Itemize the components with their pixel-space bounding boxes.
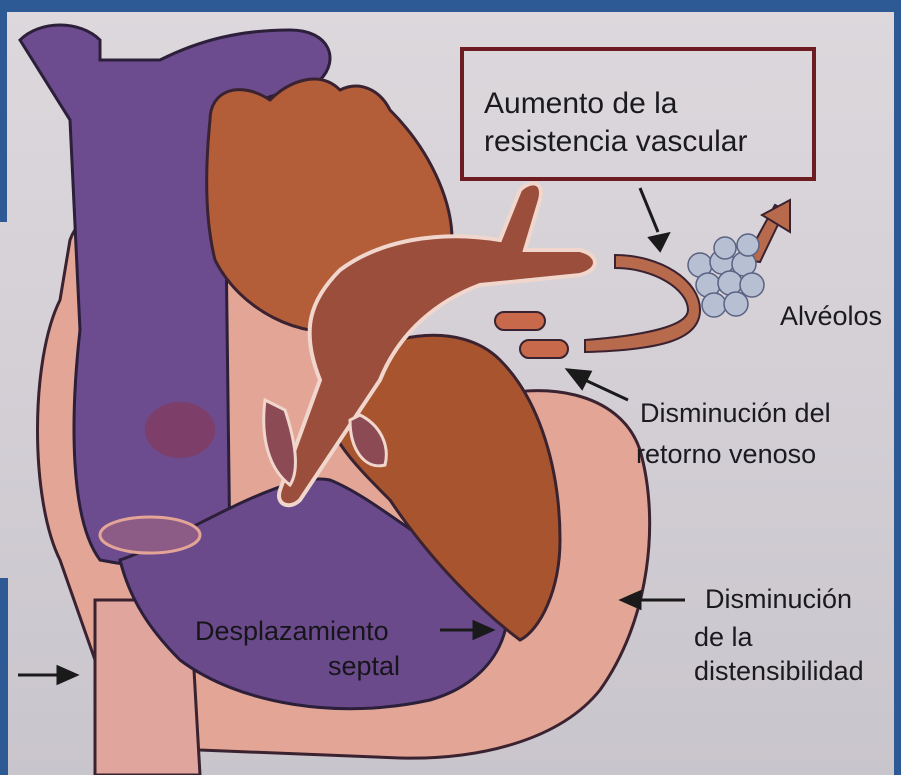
- label-desplazamiento-line-1: Desplazamiento: [195, 615, 389, 648]
- label-desplazamiento-line-2: septal: [328, 650, 400, 683]
- arrow-left-head: [58, 667, 76, 683]
- callout-line-2: resistencia vascular: [484, 123, 747, 161]
- label-alveolos: Alvéolos: [780, 300, 882, 333]
- callout-text: Aumento de la resistencia vascular: [484, 85, 747, 161]
- label-distensibilidad-line-2: de la: [694, 621, 753, 654]
- frame-top-border: [0, 0, 901, 12]
- pulmonary-vein-2: [520, 340, 568, 358]
- frame-left-bottom-border: [0, 578, 8, 775]
- oval-opening: [100, 517, 200, 553]
- frame-left-top-border: [0, 0, 7, 222]
- pulmonary-capillary: [585, 255, 700, 352]
- arrow-callout-shaft: [640, 188, 658, 232]
- pulmonary-vein-1: [495, 312, 545, 330]
- callout-line-1: Aumento de la: [484, 85, 747, 123]
- arrow-retorno-shaft: [585, 380, 628, 400]
- arrow-callout-head: [650, 234, 668, 250]
- label-retorno-line-2: retorno venoso: [636, 438, 816, 471]
- callout-box: Aumento de la resistencia vascular: [460, 47, 816, 181]
- frame-right-border: [894, 0, 901, 775]
- coronary-sinus: [145, 402, 215, 458]
- label-retorno-line-1: Disminución del: [640, 397, 831, 430]
- label-distensibilidad-line-3: distensibilidad: [694, 655, 864, 688]
- label-distensibilidad-line-1: Disminución: [705, 583, 852, 616]
- arrow-retorno-head: [568, 370, 590, 388]
